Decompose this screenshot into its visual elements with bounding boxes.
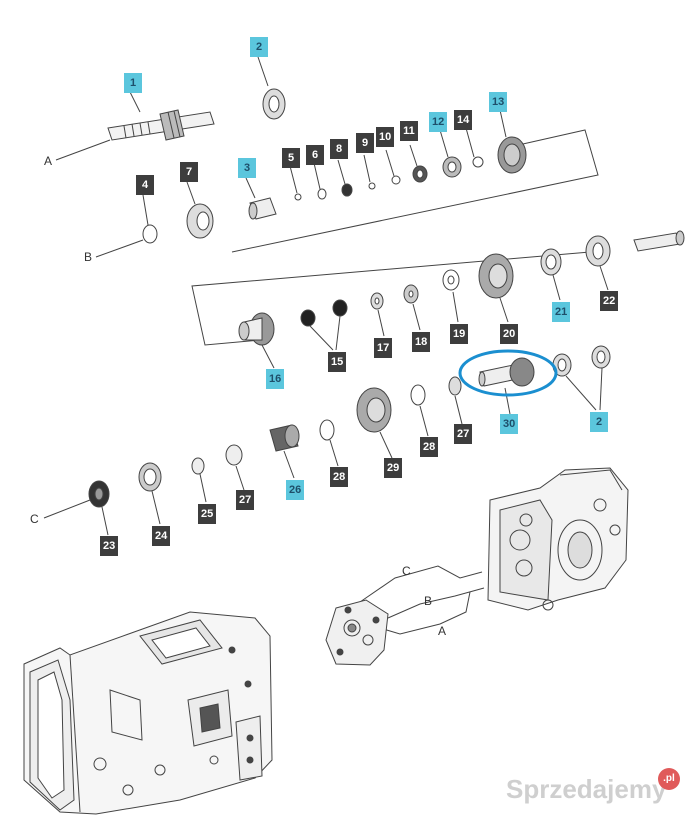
part-11-needle-bearing — [412, 165, 428, 183]
part-13-gear — [497, 136, 527, 174]
callout-22[interactable]: 22 — [600, 291, 619, 311]
part-24-bearing — [138, 462, 162, 492]
part-27-ring — [448, 376, 462, 396]
part-28-circlip — [410, 384, 426, 406]
callout-29[interactable]: 29 — [384, 458, 403, 478]
part-12-bearing — [442, 156, 462, 178]
part-2-bearing-pair — [552, 345, 611, 377]
callout-9[interactable]: 9 — [356, 133, 374, 153]
label-a-assembly: A — [438, 624, 447, 638]
part-output-shaft — [633, 230, 685, 252]
part-15-roller-a — [300, 309, 316, 327]
label-a-shaft: A — [44, 154, 53, 168]
part-25-ring — [191, 457, 205, 475]
assembly-callout-lines — [359, 565, 485, 635]
callout-3[interactable]: 3 — [238, 158, 256, 178]
callout-11[interactable]: 11 — [400, 121, 418, 141]
callout-28-upper[interactable]: 28 — [420, 437, 439, 457]
part-14-ring — [472, 156, 484, 168]
part-19-washer — [442, 269, 460, 291]
callout-19[interactable]: 19 — [450, 324, 469, 344]
callout-17[interactable]: 17 — [374, 338, 393, 358]
callout-28-lower[interactable]: 28 — [330, 467, 349, 487]
callout-1[interactable]: 1 — [124, 73, 142, 93]
gearbox-cover-small — [325, 599, 389, 666]
transmission-housing — [23, 611, 273, 815]
part-1-input-shaft — [107, 109, 215, 141]
part-3-sleeve — [248, 197, 277, 220]
label-c-gear: C — [30, 512, 39, 526]
label-b-circlip: B — [84, 250, 93, 264]
part-15-roller-b — [332, 299, 348, 317]
callout-5[interactable]: 5 — [282, 148, 300, 168]
callout-4[interactable]: 4 — [136, 175, 154, 195]
callout-24[interactable]: 24 — [152, 526, 171, 546]
part-10-ring — [391, 175, 401, 185]
part-6-washer — [317, 188, 327, 200]
callout-6[interactable]: 6 — [306, 145, 324, 165]
part-18-thrust-washer — [403, 284, 419, 304]
part-7-bearing — [186, 203, 214, 239]
callout-27-upper[interactable]: 27 — [454, 424, 473, 444]
callout-26[interactable]: 26 — [286, 480, 305, 500]
callout-21[interactable]: 21 — [552, 302, 571, 322]
part-4-circlip — [142, 224, 158, 244]
callout-20[interactable]: 20 — [500, 324, 519, 344]
part-28-circlip-lower — [319, 419, 335, 441]
part-17-nut — [370, 292, 384, 310]
callout-8[interactable]: 8 — [330, 139, 348, 159]
callout-12[interactable]: 12 — [429, 112, 448, 132]
callout-30[interactable]: 30 — [500, 414, 519, 434]
callout-7[interactable]: 7 — [180, 162, 198, 182]
callout-15[interactable]: 15 — [328, 352, 347, 372]
callout-25[interactable]: 25 — [198, 504, 217, 524]
middle-panel-outline — [191, 251, 591, 346]
part-2-bearing-top — [262, 88, 286, 120]
highlight-ellipse-part-30 — [458, 349, 558, 397]
part-26-hub — [269, 424, 300, 452]
callout-18[interactable]: 18 — [412, 332, 431, 352]
part-27-ring-lower — [225, 444, 243, 466]
callout-16[interactable]: 16 — [266, 369, 285, 389]
callout-23[interactable]: 23 — [100, 536, 119, 556]
part-21-bearing — [540, 248, 562, 276]
part-5-ball — [294, 193, 302, 201]
part-16-gear — [238, 312, 275, 346]
callout-2-top[interactable]: 2 — [250, 37, 268, 57]
gearbox-casing-right — [487, 467, 629, 611]
callout-13[interactable]: 13 — [489, 92, 508, 112]
watermark-pl-badge: .pl — [658, 768, 680, 790]
label-c-assembly: C — [402, 564, 411, 578]
callout-2-right[interactable]: 2 — [590, 412, 608, 432]
callout-10[interactable]: 10 — [376, 127, 395, 147]
part-9-ring — [368, 182, 376, 190]
part-8-nut — [341, 183, 353, 197]
part-30-shaft — [478, 357, 535, 387]
top-panel-outline — [231, 129, 599, 253]
callout-27-lower[interactable]: 27 — [236, 490, 255, 510]
watermark-logo: Sprzedajemy — [506, 774, 667, 804]
part-20-gear — [478, 253, 514, 299]
part-29-gear — [356, 387, 392, 433]
part-23-gear — [88, 480, 110, 508]
label-b-assembly: B — [424, 594, 433, 608]
callout-14[interactable]: 14 — [454, 110, 473, 130]
part-22-bearing — [585, 235, 611, 267]
